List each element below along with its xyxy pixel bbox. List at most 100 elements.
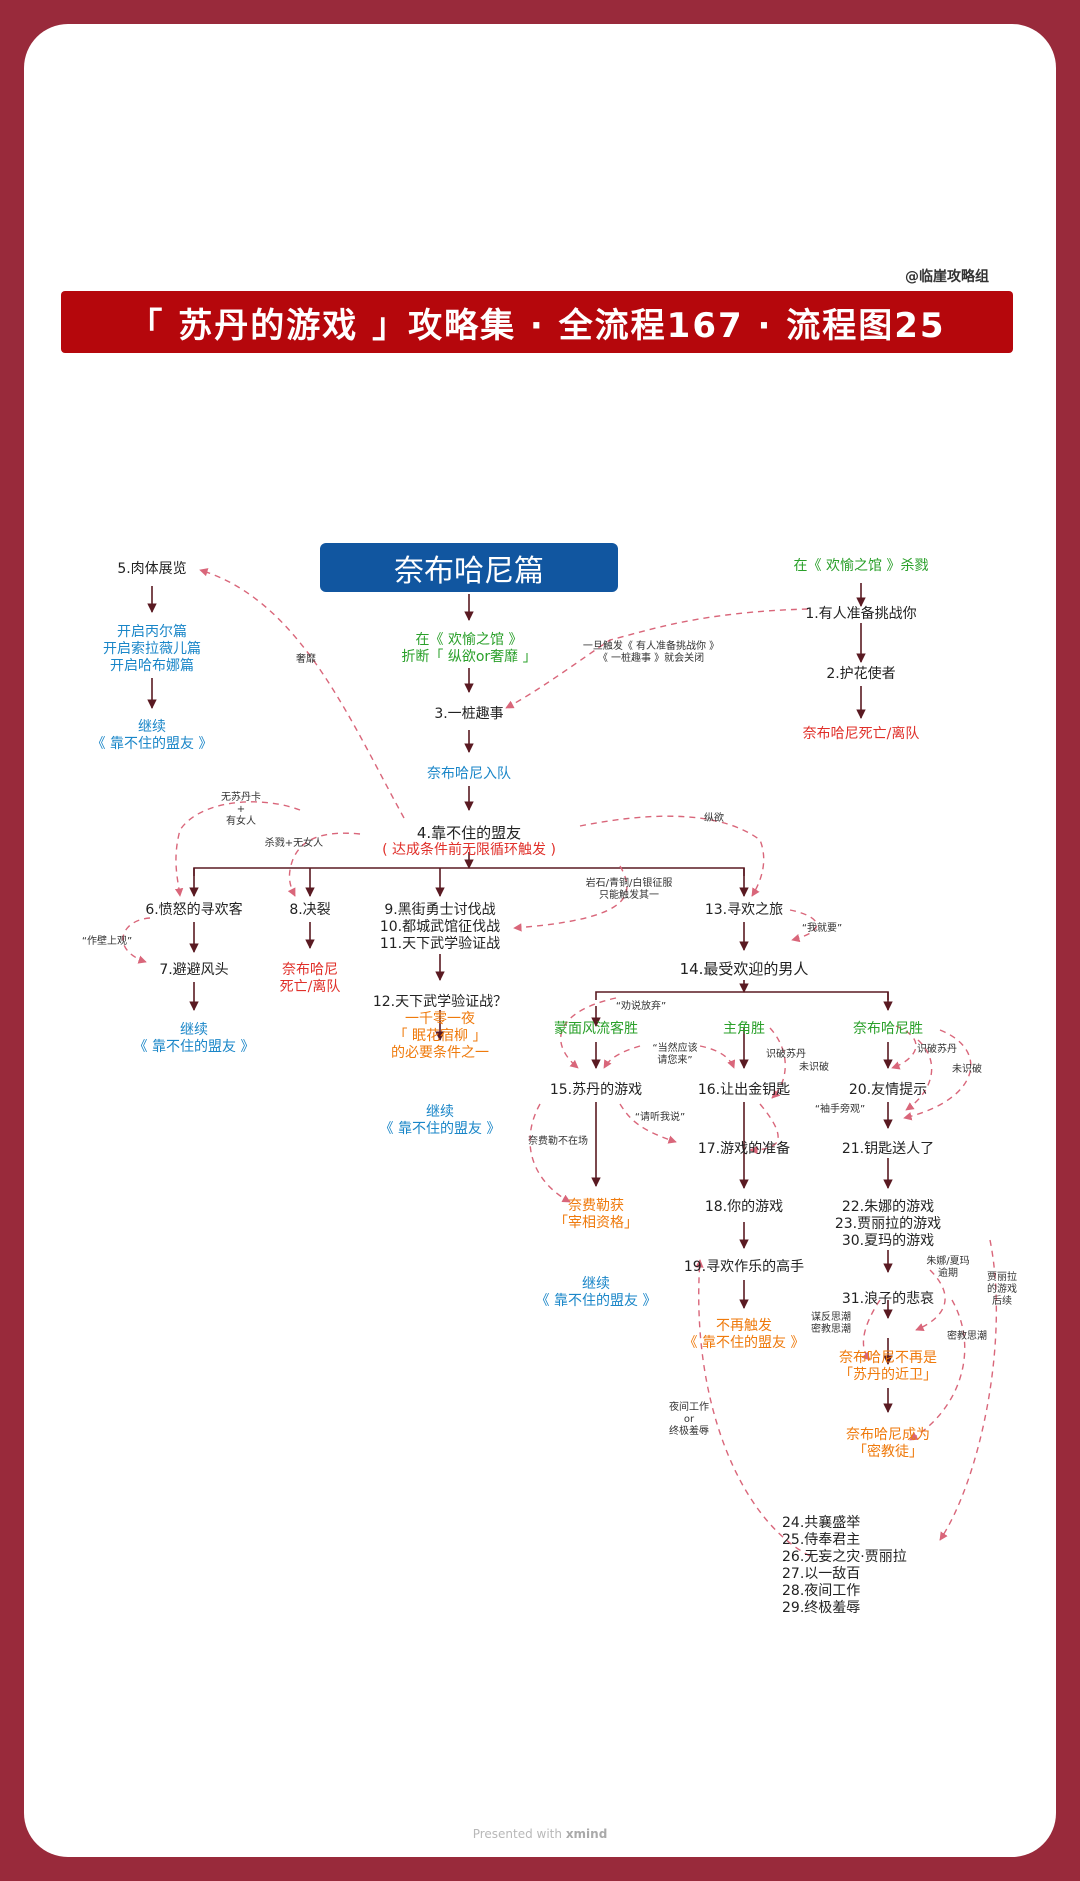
label-overdue: 朱娜/夏玛 逾期 xyxy=(926,1256,969,1280)
node-line: 28.夜间工作 xyxy=(782,1583,861,1599)
continue-line: 《 靠不住的盟友 》 xyxy=(133,1039,255,1055)
continue-line: 继续 xyxy=(582,1276,610,1292)
condition-line: 在《 欢愉之馆 》 xyxy=(415,632,523,648)
node-20: 20.友情提示 xyxy=(848,1082,928,1098)
continue-line: 《 靠不住的盟友 》 xyxy=(91,736,213,752)
node-21: 21.钥匙送人了 xyxy=(841,1141,935,1157)
note-line: 一千零一夜 xyxy=(405,1011,475,1027)
ending-not-guard: 奈布哈尼不再是 「苏丹的近卫」 xyxy=(839,1350,937,1384)
label-qingting: “请听我说” xyxy=(634,1112,686,1123)
label-betray: 谋反思潮 密教思潮 xyxy=(811,1312,851,1336)
label-zongyu: 纵欲 xyxy=(704,813,724,824)
ending-line: 死亡/离队 xyxy=(279,979,341,995)
continue-note-4: 继续 《 靠不住的盟友 》 xyxy=(536,1276,657,1310)
node-8: 8.决裂 xyxy=(289,902,331,918)
note-line: 无苏丹卡 xyxy=(221,792,261,803)
node-line: 26.无妄之灾·贾丽拉 xyxy=(782,1549,907,1565)
continue-line: 《 靠不住的盟友 》 xyxy=(379,1121,501,1137)
footer-credit: Presented with xmind xyxy=(0,1827,1080,1841)
note-line: or xyxy=(683,1414,695,1425)
label-shipo-1: 识破苏丹 xyxy=(766,1049,806,1060)
node-7: 7.避避风头 xyxy=(159,962,229,978)
condition-line: 折断「 纵欲or奢靡 」 xyxy=(401,649,537,665)
ending-line: 「密教徒」 xyxy=(853,1444,923,1460)
node-line: 24.共襄盛举 xyxy=(782,1515,861,1531)
note-line: 逾期 xyxy=(938,1268,958,1279)
node-line: 9.黑街勇士讨伐战 xyxy=(384,902,496,918)
unlock-line: 开启丙尔篇 xyxy=(117,624,187,640)
branch-naibu-win: 奈布哈尼胜 xyxy=(853,1021,923,1037)
note-line: 《 一桩趣事 》就会关闭 xyxy=(597,653,705,664)
nodes-22-30: 22.朱娜的游戏 23.贾丽拉的游戏 30.夏玛的游戏 xyxy=(835,1199,941,1250)
ending-feile: 奈费勒获 「宰相资格」 xyxy=(554,1198,638,1232)
node-line: 27.以一敌百 xyxy=(782,1566,861,1582)
node-6: 6.愤怒的寻欢客 xyxy=(145,902,243,918)
label-weishipo-2: 未识破 xyxy=(952,1064,982,1075)
note-line: 岩石/青铜/白银征服 xyxy=(585,878,673,889)
node-14: 14.最受欢迎的男人 xyxy=(679,960,809,978)
condition-zhehuan: 在《 欢愉之馆 》 折断「 纵欲or奢靡 」 xyxy=(401,632,536,666)
note-line: 只能触发其一 xyxy=(599,890,659,901)
label-night: 夜间工作 or 终极羞辱 xyxy=(669,1402,709,1438)
continue-line: 继续 xyxy=(180,1022,208,1038)
node-13: 13.寻欢之旅 xyxy=(704,902,784,918)
node-4-note: ( 达成条件前无限循环触发 ) xyxy=(382,842,556,858)
node-1: 1.有人准备挑战你 xyxy=(805,606,917,622)
nodes-9-11: 9.黑街勇士讨伐战 10.都城武馆征伐战 11.天下武学验证战 xyxy=(380,902,500,953)
note-line: 有女人 xyxy=(226,816,256,827)
condition-kill: 在《 欢愉之馆 》杀戮 xyxy=(793,558,929,574)
continue-note-3: 继续 《 靠不住的盟友 》 xyxy=(380,1104,501,1138)
node-15: 15.苏丹的游戏 xyxy=(549,1082,643,1098)
node-line: 22.朱娜的游戏 xyxy=(841,1199,935,1215)
node-2: 2.护花使者 xyxy=(826,666,896,682)
label-she-mi: 奢靡 xyxy=(296,654,316,665)
ending-line: 「宰相资格」 xyxy=(554,1215,638,1231)
label-dangran: “当然应该 请您来” xyxy=(652,1043,697,1067)
node-line: 10.都城武馆征伐战 xyxy=(379,919,501,935)
note-line: 终极羞辱 xyxy=(669,1426,709,1437)
continue-line: 继续 xyxy=(138,719,166,735)
node-4: 4.靠不住的盟友 xyxy=(416,824,522,842)
branch-mask-win: 蒙面风流客胜 xyxy=(554,1021,638,1037)
ending-line: 奈费勒获 xyxy=(568,1198,624,1214)
unlock-notes: 开启丙尔篇 开启索拉薇儿篇 开启哈布娜篇 xyxy=(103,624,201,675)
node-17: 17.游戏的准备 xyxy=(697,1141,791,1157)
node-line: 11.天下武学验证战 xyxy=(379,936,501,952)
node-31: 31.浪子的悲哀 xyxy=(841,1291,935,1307)
ending-no-more: 不再触发 《 靠不住的盟友 》 xyxy=(684,1318,805,1352)
node-5: 5.肉体展览 xyxy=(117,561,187,577)
ending-dead-1: 奈布哈尼死亡/离队 xyxy=(802,726,920,742)
trigger-note: 一旦触发《 有人准备挑战你 》 《 一桩趣事 》就会关闭 xyxy=(583,641,719,665)
ending-line: 「苏丹的近卫」 xyxy=(839,1367,937,1383)
node-line: 23.贾丽拉的游戏 xyxy=(834,1216,942,1232)
condition-no-card: 无苏丹卡 + 有女人 xyxy=(221,792,261,828)
node-19: 19.寻欢作乐的高手 xyxy=(683,1259,805,1275)
footer-prefix: Presented with xyxy=(472,1827,566,1841)
ending-line: 不再触发 xyxy=(716,1318,772,1334)
note-line: 夜间工作 xyxy=(669,1402,709,1413)
node-12-note: 一千零一夜 「 眠花宿柳 」 的必要条件之一 xyxy=(391,1011,489,1062)
node-line: 25.侍奉君主 xyxy=(782,1532,861,1548)
ending-line: 奈布哈尼 xyxy=(282,962,338,978)
label-wall: “作壁上观” xyxy=(81,936,133,947)
label-jiuyao: “我就要” xyxy=(801,923,843,934)
node-12: 12.天下武学验证战？ xyxy=(372,994,508,1010)
ending-line: 奈布哈尼不再是 xyxy=(839,1350,937,1366)
section-title: 奈布哈尼篇 xyxy=(320,543,618,592)
node-16: 16.让出金钥匙 xyxy=(697,1082,791,1098)
continue-line: 《 靠不住的盟友 》 xyxy=(535,1293,657,1309)
node-line: 30.夏玛的游戏 xyxy=(841,1233,935,1249)
note-line: 密教思潮 xyxy=(811,1324,851,1335)
node-line: 29.终极羞辱 xyxy=(782,1600,861,1616)
note-line: 「 眠花宿柳 」 xyxy=(393,1028,487,1044)
note-line: 后续 xyxy=(992,1296,1012,1307)
note-line: 贾丽拉 xyxy=(987,1272,1017,1283)
label-xiushou: “袖手旁观” xyxy=(814,1104,866,1115)
note-line: “当然应该 xyxy=(652,1043,698,1054)
label-shipo-2: 识破苏丹 xyxy=(917,1044,957,1055)
note-line: 一旦触发《 有人准备挑战你 》 xyxy=(582,641,720,652)
label-secret: 密教思潮 xyxy=(947,1331,987,1342)
unlock-line: 开启索拉薇儿篇 xyxy=(103,641,201,657)
label-join: 奈布哈尼入队 xyxy=(427,766,511,782)
